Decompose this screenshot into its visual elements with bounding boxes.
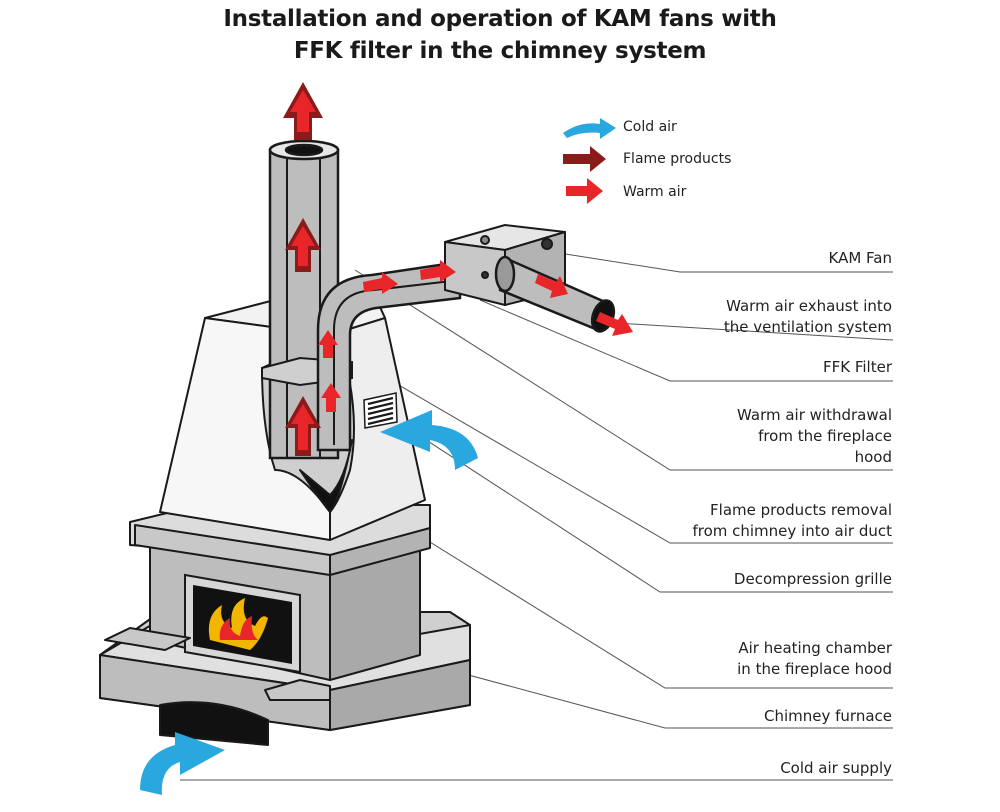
warm-air-arrow-up-1 <box>321 383 341 412</box>
warm-air-arrows <box>318 260 633 412</box>
legend-label-flame-products: Flame products <box>623 151 732 167</box>
flame-products-arrow-icon <box>563 146 606 172</box>
leader-heating <box>329 479 893 689</box>
cold-air-arrows <box>140 410 478 795</box>
label-heating-line-2: in the fireplace hood <box>737 660 892 678</box>
label-heating: Air heating chamber in the fireplace hoo… <box>737 638 892 680</box>
label-kam-fan: KAM Fan <box>828 249 893 267</box>
side-ledges <box>104 627 331 701</box>
label-exhaust-line-2: the ventilation system <box>723 318 892 336</box>
label-ffk-filter: FFK Filter <box>822 358 892 376</box>
label-flame-removal-line-1: Flame products removal <box>710 501 892 519</box>
label-cold-supply: Cold air supply <box>780 759 892 777</box>
warm-air-arrow-right-1 <box>363 272 398 294</box>
leader-ffk-filter <box>479 299 893 382</box>
label-withdrawal: Warm air withdrawal from the fireplace h… <box>737 405 892 468</box>
leader-exhaust <box>599 321 894 341</box>
label-heating-line-1: Air heating chamber <box>738 639 892 657</box>
label-decompression: Decompression grille <box>733 570 892 588</box>
leader-flame-removal <box>329 344 893 544</box>
label-exhaust: Warm air exhaust into the ventilation sy… <box>724 296 892 338</box>
leader-withdrawal <box>354 269 893 471</box>
legend-icons <box>563 118 616 204</box>
warm-air-arrow-right-2 <box>420 260 456 282</box>
warm-air-arrow-exhaust-1 <box>535 274 568 298</box>
diagram-title-line-1: Installation and operation of KAM fans w… <box>223 6 777 32</box>
legend-label-warm-air: Warm air <box>623 184 687 200</box>
decompression-grille <box>363 392 398 429</box>
cold-air-arrow-icon <box>563 118 616 139</box>
cold-air-arrow-supply <box>140 732 225 795</box>
cold-air-arrow-grille <box>380 410 478 470</box>
label-exhaust-line-1: Warm air exhaust into <box>726 297 892 315</box>
label-furnace: Chimney furnace <box>763 707 892 725</box>
warm-air-arrow-icon <box>566 178 603 204</box>
label-flame-removal: Flame products removal from chimney into… <box>692 500 892 542</box>
fire-window <box>184 573 301 674</box>
label-withdrawal-line-3: hood <box>854 448 892 466</box>
leader-kam-fan <box>539 249 893 273</box>
label-withdrawal-line-1: Warm air withdrawal <box>737 406 892 424</box>
leader-decompression <box>379 409 893 593</box>
warm-air-arrow-up-2 <box>318 330 338 358</box>
legend-label-cold-air: Cold air <box>623 119 677 135</box>
diagram-title-line-2: FFK filter in the chimney system <box>293 38 707 64</box>
furnace-opening <box>159 701 269 746</box>
label-withdrawal-line-2: from the fireplace <box>758 427 892 445</box>
warm-air-arrow-exhaust-2 <box>596 312 633 336</box>
label-flame-removal-line-2: from chimney into air duct <box>692 522 892 540</box>
